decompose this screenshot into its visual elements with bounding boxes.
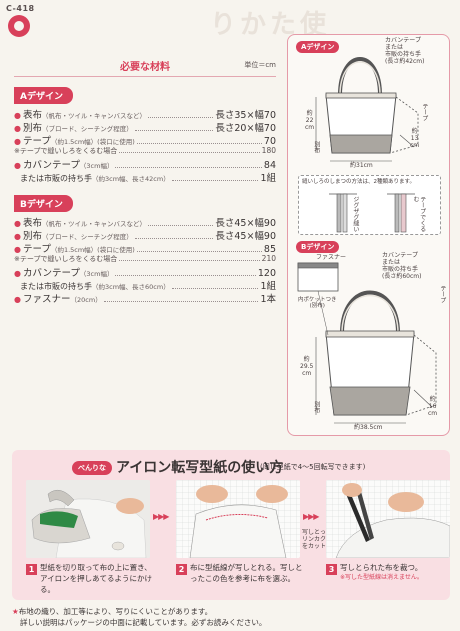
list-item: ●別布（ブロード、シーチング程度）長さ45×幅90 — [14, 231, 276, 242]
diagram-a-depth: 約 13 cm — [410, 128, 420, 149]
materials-list: 必要な材料 単位＝cm Aデザイン ●表布（帆布・ツイル・キャンバスなど）長さ3… — [14, 58, 276, 305]
iron-tag: べんりな — [72, 461, 112, 475]
step-1-photo — [26, 480, 150, 558]
logo-icon — [8, 15, 30, 37]
step-3-photo — [326, 480, 450, 558]
step-2-number: 2 — [176, 564, 187, 575]
design-b-items: ●表布（帆布・ツイル・キャンバスなど）長さ45×幅90 ●別布（ブロード、シーチ… — [14, 215, 276, 305]
diagram-b-lining: 別布 — [312, 401, 320, 413]
list-item: ●テープ（約1.5cm幅）(袋口に使用)85 — [14, 244, 276, 255]
diagram-a-handle-note: カバンテープ または 市販の持ち手 (長さ約42cm) — [385, 37, 425, 65]
diagram-a-lining: 別布 — [312, 141, 320, 153]
diagram-b-width: 約38.5cm — [354, 424, 383, 431]
list-item: または市販の持ち手（約3cm幅、長さ42cm）1組 — [20, 173, 276, 184]
tape-wrap-label: テープでくるむ — [411, 196, 426, 232]
design-a-heading: Aデザイン — [14, 87, 73, 104]
tote-b-illustration — [297, 262, 437, 424]
diagram-b-pocket: 内ポケットつき (別布) — [298, 297, 337, 310]
grid-paper-illustration — [176, 480, 300, 558]
iron-transfer-section: べんりな アイロン転写型紙の使い方 (同じ型紙で4～5回転写できます) ▶▶▶ — [12, 450, 450, 600]
list-item: ●表布（帆布・ツイル・キャンバスなど）長さ45×幅90 — [14, 218, 276, 229]
zigzag-label: ジグザグ縫い — [351, 196, 359, 232]
diagram-a-label: Aデザイン — [296, 41, 340, 53]
cut-line-label: 写しとった リンカク線 をカット — [302, 529, 333, 550]
diagram-b-height: 約 29.5 cm — [300, 356, 314, 377]
step-2: 2 布に型紙線が写しとれる。写しとったこの色を参考に布を選ぶ。 — [176, 563, 304, 585]
diagram-b-depth: 約 16 cm — [428, 396, 438, 417]
list-item: ●カバンテープ（3cm幅）84 — [14, 160, 276, 171]
list-item: ●ファスナー（20cm）1本 — [14, 294, 276, 305]
unit-note: 単位＝cm — [244, 61, 276, 69]
diagram-a-width: 約31cm — [350, 162, 373, 169]
footer-line-2: 詳しい説明はパッケージの中面に記載しています。必ずお読みください。 — [20, 617, 267, 627]
list-item: ●表布（帆布・ツイル・キャンバスなど）長さ35×幅70 — [14, 110, 276, 121]
step-3-note: ※写した型紙線は消えません。 — [340, 573, 423, 581]
seam-finish-box: 縫いしろのしまつの方法は、2種類あります。 ジグザグ縫い テープでくるむ — [298, 175, 441, 235]
seam-detail-illustration — [329, 193, 415, 233]
diagram-b-handle-note: カバンテープ または 市販の持ち手 (長さ約60cm) — [382, 252, 422, 280]
step-1-text: 型紙を切り取って布の上に置き、アイロンを押しあてるようにかける。 — [40, 563, 152, 594]
step-3: 3 写しとられた布を裁つ。 ※写した型紙線は消えません。 — [326, 563, 446, 583]
product-code: C-418 — [6, 4, 35, 13]
list-item: ●カバンテープ（3cm幅）120 — [14, 268, 276, 279]
list-item: または市販の持ち手（約3cm幅、長さ60cm）1組 — [20, 281, 276, 292]
list-item: ●別布（ブロード、シーチング程度）長さ20×幅70 — [14, 123, 276, 134]
list-item: ●テープ（約1.5cm幅）(袋口に使用)70 — [14, 136, 276, 147]
diagram-b-label: Bデザイン — [296, 241, 340, 253]
diagram-b-zipper: ファスナー — [316, 254, 347, 261]
step-2-photo — [176, 480, 300, 558]
design-a-items: ●表布（帆布・ツイル・キャンバスなど）長さ35×幅70 ●別布（ブロード、シーチ… — [14, 107, 276, 184]
design-b-heading: Bデザイン — [14, 195, 73, 212]
step-1: 1 型紙を切り取って布の上に置き、アイロンを押しあてるようにかける。 — [26, 563, 154, 596]
iron-title: アイロン転写型紙の使い方 — [116, 460, 284, 476]
diagram-b-tape: テープ — [438, 285, 446, 303]
scissors-icon — [326, 480, 450, 558]
iron-subtitle: (同じ型紙で4～5回転写できます) — [260, 463, 366, 471]
diagram-a-height: 約 22 cm — [305, 110, 315, 131]
diagram-a-tape: テープ — [420, 103, 428, 121]
step-2-text: 布に型紙線が写しとれる。写しとったこの色を参考に布を選ぶ。 — [190, 563, 303, 583]
step-arrow-2: ▶▶▶ — [303, 512, 320, 521]
materials-title: 必要な材料 単位＝cm — [14, 58, 276, 77]
tote-a-illustration — [315, 57, 419, 162]
step-arrow-1: ▶▶▶ — [153, 512, 170, 521]
footer-line-1: ★布地の織り、加工等により、写りにくいことがあります。 — [12, 607, 213, 616]
footer-notes: ★布地の織り、加工等により、写りにくいことがあります。 詳しい説明はパッケージの… — [12, 607, 266, 629]
step-3-number: 3 — [326, 564, 337, 575]
step-3-text: 写しとられた布を裁つ。 — [340, 563, 423, 572]
bag-diagram-panel: Aデザイン カバンテープ または 市販の持ち手 (長さ約42cm) テープ 約 … — [287, 34, 450, 436]
step-1-number: 1 — [26, 564, 37, 575]
seam-note: 縫いしろのしまつの方法は、2種類あります。 — [302, 179, 415, 185]
iron-icon — [26, 480, 150, 558]
